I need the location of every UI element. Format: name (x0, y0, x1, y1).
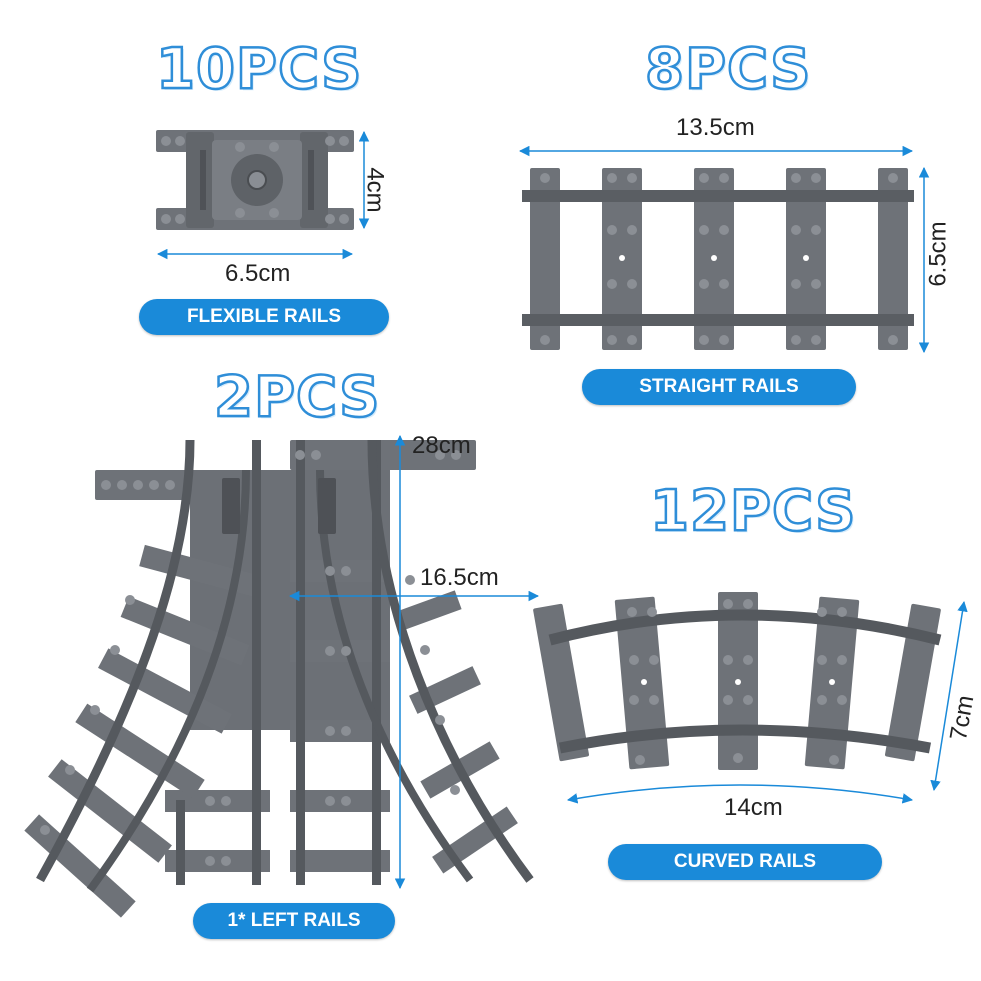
flexible-quantity-heading: 10PCS (155, 37, 363, 102)
straight-rail-piece (522, 168, 914, 350)
curved-width-label: 14cm (724, 794, 783, 821)
straight-width-label: 13.5cm (676, 114, 755, 141)
flexible-width-label: 6.5cm (225, 260, 291, 287)
curved-rail-piece (533, 592, 942, 770)
curved-width-dimension-line (566, 784, 914, 804)
curved-height-dimension-line (930, 600, 968, 792)
straight-height-label: 6.5cm (924, 221, 952, 287)
straight-quantity-heading: 8PCS (644, 37, 812, 102)
straight-rails-label: STRAIGHT RAILS (582, 369, 856, 405)
flexible-height-label: 4cm (361, 167, 389, 213)
left-rails-label: 1* LEFT RAILS (193, 903, 395, 939)
switch-rail-piece (24, 439, 534, 918)
switch-width-label: 16.5cm (420, 564, 499, 591)
flexible-rails-label: FLEXIBLE RAILS (139, 299, 389, 335)
curved-rails-label: CURVED RAILS (608, 844, 882, 880)
curved-quantity-heading: 12PCS (649, 479, 857, 544)
switch-height-label: 28cm (412, 432, 471, 459)
flexible-rail-piece (156, 130, 354, 230)
switch-quantity-heading: 2PCS (213, 365, 381, 430)
